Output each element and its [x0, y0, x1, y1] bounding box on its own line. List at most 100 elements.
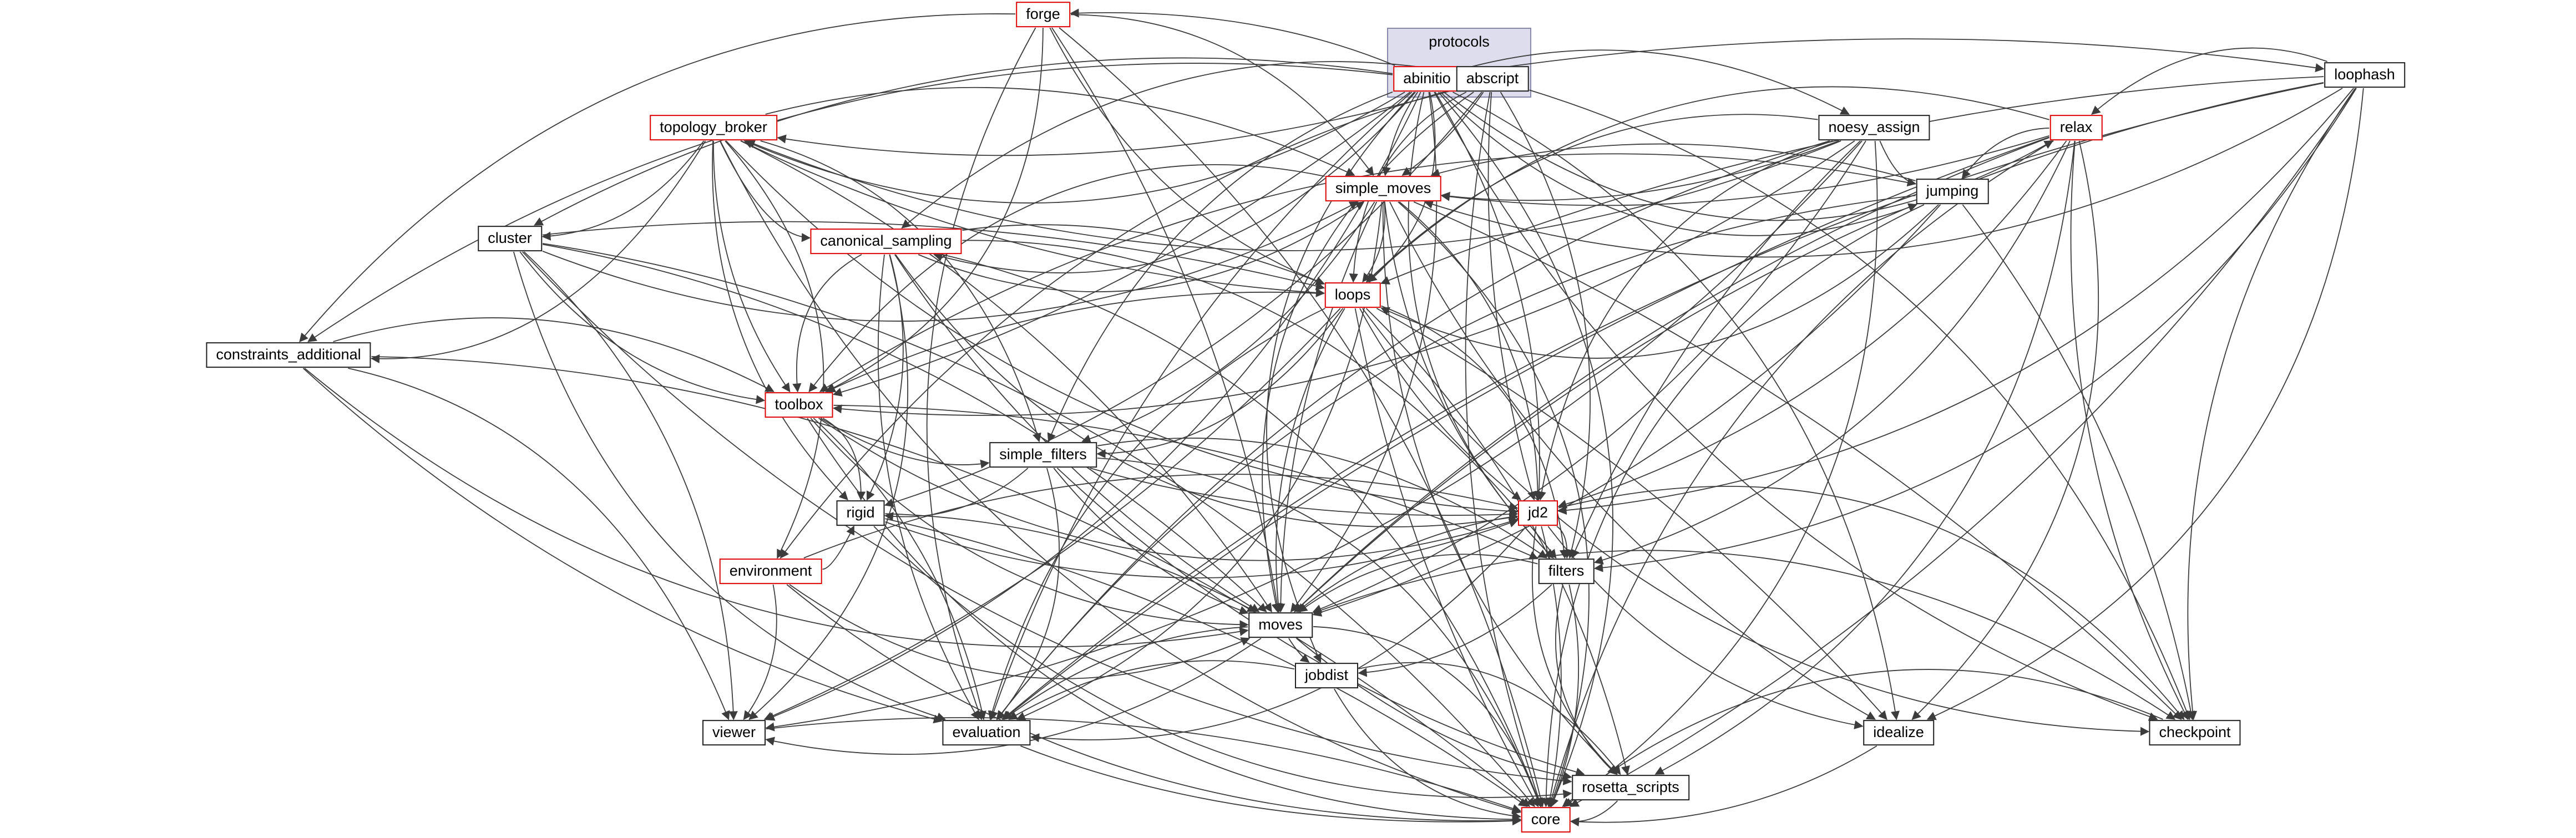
edge-cluster-to-evaluation	[513, 251, 946, 722]
edge-abinitio-to-forge	[1070, 8, 1395, 66]
edge-loops-to-evaluation	[988, 308, 1325, 720]
node-abinitio[interactable]: abinitio	[1393, 66, 1461, 92]
edge-jumping-to-evaluation	[996, 195, 1916, 720]
edge-simple_moves-to-moves	[1276, 201, 1378, 613]
node-environment[interactable]: environment	[719, 558, 822, 584]
edge-jumping-to-moves	[1312, 204, 1941, 617]
edge-loops-to-toolbox	[826, 291, 1324, 393]
node-viewer[interactable]: viewer	[702, 720, 766, 745]
node-core[interactable]: core	[1521, 807, 1571, 832]
edge-rigid-to-moves	[885, 513, 1257, 612]
edge-loops-to-simple_filters	[1096, 308, 1344, 459]
edge-loophash-to-filters	[1593, 88, 2357, 572]
node-relax[interactable]: relax	[2049, 115, 2103, 140]
node-simple_moves[interactable]: simple_moves	[1325, 176, 1441, 201]
edge-jd2-to-moves	[1296, 515, 1518, 613]
edge-loophash-to-jd2	[1557, 88, 2354, 515]
node-simple_filters[interactable]: simple_filters	[989, 442, 1097, 468]
edge-relax-to-filters	[1593, 140, 2071, 565]
edge-abscript-to-environment	[780, 88, 1456, 559]
edge-filters-to-jobdist	[1358, 584, 1552, 677]
node-rosetta_scripts[interactable]: rosetta_scripts	[1572, 775, 1689, 800]
node-jobdist[interactable]: jobdist	[1294, 663, 1359, 688]
edge-cluster-to-toolbox	[519, 251, 766, 404]
edge-noesy_assign-to-topology_broker	[746, 139, 1841, 251]
edge-simple_moves-to-core	[1398, 201, 1590, 807]
node-cluster[interactable]: cluster	[478, 226, 542, 251]
edge-constraints_additional-to-evaluation	[302, 368, 943, 724]
edge-topology_broker-to-cluster	[541, 140, 705, 241]
edge-noesy_assign-to-evaluation	[996, 140, 1830, 720]
edge-loophash-to-idealize	[1926, 88, 2364, 720]
edge-noesy_assign-to-viewer	[765, 140, 1863, 732]
edge-topology_broker-to-loops	[741, 140, 1325, 297]
edge-jobdist-to-core	[1334, 688, 1522, 821]
edge-noesy_assign-to-filters	[1571, 140, 1861, 559]
node-abscript[interactable]: abscript	[1456, 66, 1529, 92]
node-evaluation[interactable]: evaluation	[942, 720, 1031, 745]
edge-loophash-to-relax	[2091, 47, 2327, 115]
edge-canonical_sampling-to-core	[942, 254, 1542, 807]
edge-simple_moves-to-jd2	[1399, 201, 1542, 501]
edge-jd2-to-evaluation	[1030, 526, 1527, 743]
edge-abscript-to-simple_moves	[1401, 92, 1484, 176]
edge-evaluation-to-core	[1020, 745, 1522, 826]
edge-forge-to-constraints_additional	[299, 13, 1016, 343]
edge-abscript-to-checkpoint	[1529, 89, 2191, 720]
node-filters[interactable]: filters	[1538, 558, 1595, 584]
edge-simple_filters-to-core	[1097, 458, 1542, 807]
edge-jumping-to-checkpoint	[1962, 204, 2195, 720]
node-loophash[interactable]: loophash	[2324, 62, 2405, 88]
edge-simple_moves-to-checkpoint	[1413, 201, 2182, 720]
node-forge[interactable]: forge	[1016, 2, 1070, 27]
edge-topology_broker-to-simple_moves	[765, 87, 1355, 176]
edge-topology_broker-to-constraints_additional	[370, 140, 706, 363]
node-jd2[interactable]: jd2	[1517, 500, 1558, 526]
edge-noesy_assign-to-jumping	[1879, 140, 1917, 187]
edge-loops-to-core	[1354, 308, 1539, 807]
edge-simple_filters-to-evaluation	[996, 468, 1060, 720]
edge-abinitio-to-loophash	[1461, 38, 2325, 74]
edge-cluster-to-simple_moves	[542, 201, 1359, 322]
edge-cluster-to-moves	[542, 243, 1267, 613]
edge-canonical_sampling-to-loops	[962, 224, 1325, 286]
edge-loops-to-viewer	[763, 308, 1341, 720]
edge-relax-to-jd2	[1557, 140, 2067, 509]
edge-canonical_sampling-to-jd2	[895, 254, 1519, 527]
edge-jd2-to-filters	[1556, 526, 1572, 559]
edge-abscript-to-loops	[1349, 92, 1467, 283]
edge-simple_filters-to-jd2	[1090, 468, 1519, 519]
edge-environment-to-core	[786, 584, 1522, 825]
edge-toolbox-to-rigid	[822, 418, 866, 501]
node-noesy_assign[interactable]: noesy_assign	[1818, 115, 1930, 140]
edge-loops-to-jd2	[1359, 308, 1521, 500]
node-moves[interactable]: moves	[1248, 612, 1313, 638]
node-checkpoint[interactable]: checkpoint	[2149, 720, 2241, 745]
edge-checkpoint-to-core	[1562, 669, 2163, 807]
node-jumping[interactable]: jumping	[1916, 179, 1989, 204]
node-toolbox[interactable]: toolbox	[765, 392, 833, 418]
edge-jobdist-to-rosetta_scripts	[1358, 662, 1621, 775]
node-topology_broker[interactable]: topology_broker	[650, 115, 777, 140]
edge-simple_moves-to-rosetta_scripts	[1382, 201, 1618, 775]
edge-toolbox-to-simple_filters	[820, 418, 990, 469]
node-rigid[interactable]: rigid	[836, 500, 885, 526]
node-loops[interactable]: loops	[1324, 282, 1381, 308]
edge-abinitio-to-idealize	[1453, 92, 1900, 720]
edge-relax-to-idealize	[1911, 140, 2099, 720]
node-idealize[interactable]: idealize	[1863, 720, 1934, 745]
edge-viewer-to-core	[766, 717, 1522, 813]
edge-cluster-to-loops	[542, 221, 1325, 291]
node-canonical_sampling[interactable]: canonical_sampling	[810, 228, 962, 254]
edge-relax-to-checkpoint	[2070, 140, 2189, 720]
edge-forge-to-moves	[1051, 27, 1282, 613]
edge-jd2-to-rosetta_scripts	[1531, 526, 1618, 775]
edge-loophash-to-evaluation	[1001, 82, 2324, 720]
edge-simple_moves-to-toolbox	[808, 164, 1325, 393]
edge-abinitio-to-jumping	[1440, 92, 1917, 236]
node-constraints_additional[interactable]: constraints_additional	[206, 342, 371, 368]
edge-canonical_sampling-to-toolbox	[792, 254, 862, 393]
edge-abinitio-to-simple_moves	[1381, 92, 1418, 176]
edge-relax-to-jumping	[1961, 128, 2049, 179]
